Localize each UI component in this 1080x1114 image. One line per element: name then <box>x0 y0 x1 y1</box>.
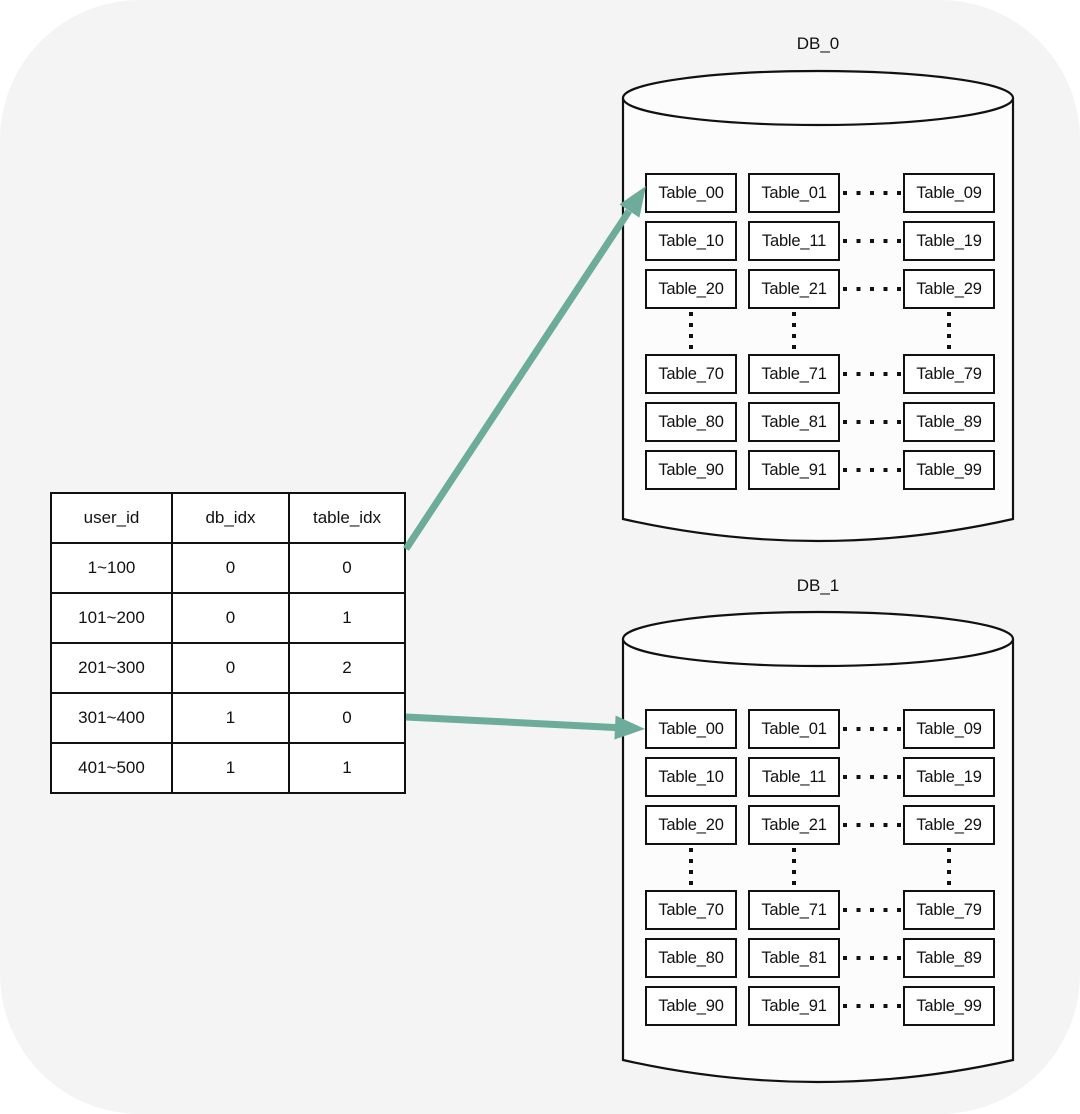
ellipsis-horizontal <box>843 372 901 376</box>
ellipsis-horizontal <box>843 239 901 243</box>
ellipsis-horizontal <box>843 1004 901 1008</box>
table-cell: 301~400 <box>50 692 173 744</box>
ellipsis-horizontal <box>843 420 901 424</box>
table-row: 101~200 0 1 <box>50 592 406 644</box>
table-cell: 1 <box>171 692 290 744</box>
table-box: Table_79 <box>903 890 995 930</box>
table-box: Table_00 <box>645 709 737 749</box>
table-row: 1~100 0 0 <box>50 542 406 594</box>
table-box: Table_00 <box>645 173 737 213</box>
ellipsis-horizontal <box>843 468 901 472</box>
table-box: Table_20 <box>645 269 737 309</box>
ellipsis-vertical <box>947 312 951 350</box>
ellipsis-horizontal <box>843 191 901 195</box>
column-header: user_id <box>50 492 173 544</box>
table-box: Table_19 <box>903 757 995 797</box>
db0-label: DB_0 <box>796 34 840 53</box>
table-cell: 101~200 <box>50 592 173 644</box>
table-cell: 0 <box>171 542 290 594</box>
ellipsis-horizontal <box>843 823 901 827</box>
table-box: Table_90 <box>645 450 737 490</box>
table-cell: 1~100 <box>50 542 173 594</box>
ellipsis-vertical <box>689 848 693 886</box>
table-box: Table_11 <box>748 221 840 261</box>
table-box: Table_71 <box>748 890 840 930</box>
ellipsis-vertical <box>792 312 796 350</box>
table-cell: 0 <box>288 692 406 744</box>
table-box: Table_89 <box>903 938 995 978</box>
table-cell: 2 <box>288 642 406 694</box>
table-box: Table_10 <box>645 221 737 261</box>
table-box: Table_10 <box>645 757 737 797</box>
table-box: Table_99 <box>903 450 995 490</box>
ellipsis-horizontal <box>843 287 901 291</box>
table-row: 401~500 1 1 <box>50 742 406 794</box>
table-row: 301~400 1 0 <box>50 692 406 744</box>
table-box: Table_19 <box>903 221 995 261</box>
ellipsis-horizontal <box>843 727 901 731</box>
table-box: Table_99 <box>903 986 995 1026</box>
table-row: user_id db_idx table_idx <box>50 492 406 544</box>
table-box: Table_21 <box>748 805 840 845</box>
table-box: Table_91 <box>748 450 840 490</box>
table-box: Table_71 <box>748 354 840 394</box>
table-box: Table_70 <box>645 354 737 394</box>
table-box: Table_21 <box>748 269 840 309</box>
table-box: Table_29 <box>903 269 995 309</box>
table-box: Table_91 <box>748 986 840 1026</box>
table-box: Table_81 <box>748 938 840 978</box>
table-row: 201~300 0 2 <box>50 642 406 694</box>
ellipsis-vertical <box>792 848 796 886</box>
table-box: Table_81 <box>748 402 840 442</box>
table-cell: 401~500 <box>50 742 173 794</box>
table-cell: 0 <box>171 592 290 644</box>
table-box: Table_01 <box>748 173 840 213</box>
table-box: Table_20 <box>645 805 737 845</box>
column-header: table_idx <box>288 492 406 544</box>
mapping-table: user_id db_idx table_idx 1~100 0 0 101~2… <box>50 492 406 794</box>
ellipsis-vertical <box>947 848 951 886</box>
db1-label: DB_1 <box>796 576 840 595</box>
table-cell: 1 <box>288 742 406 794</box>
ellipsis-horizontal <box>843 908 901 912</box>
table-cell: 0 <box>288 542 406 594</box>
ellipsis-horizontal <box>843 775 901 779</box>
table-box: Table_89 <box>903 402 995 442</box>
table-box: Table_80 <box>645 402 737 442</box>
table-box: Table_80 <box>645 938 737 978</box>
table-box: Table_09 <box>903 173 995 213</box>
table-cell: 1 <box>171 742 290 794</box>
table-box: Table_70 <box>645 890 737 930</box>
table-box: Table_79 <box>903 354 995 394</box>
table-cell: 0 <box>171 642 290 694</box>
table-cell: 1 <box>288 592 406 644</box>
table-box: Table_90 <box>645 986 737 1026</box>
column-header: db_idx <box>171 492 290 544</box>
table-box: Table_01 <box>748 709 840 749</box>
ellipsis-vertical <box>689 312 693 350</box>
table-cell: 201~300 <box>50 642 173 694</box>
table-box: Table_29 <box>903 805 995 845</box>
table-box: Table_09 <box>903 709 995 749</box>
table-box: Table_11 <box>748 757 840 797</box>
ellipsis-horizontal <box>843 956 901 960</box>
